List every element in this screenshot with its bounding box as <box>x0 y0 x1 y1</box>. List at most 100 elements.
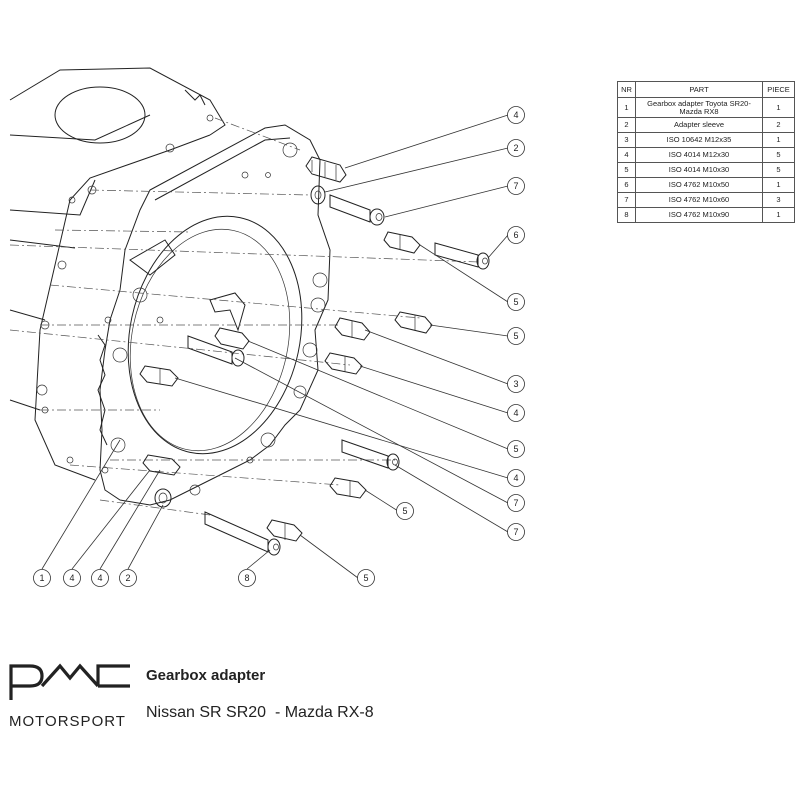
callout-balloon: 7 <box>507 177 525 195</box>
cell-nr: 5 <box>617 162 636 178</box>
svg-text:4: 4 <box>97 573 102 583</box>
table-row: 4 ISO 4014 M12x30 5 <box>617 147 795 163</box>
callout-balloon: 8 <box>238 569 256 587</box>
cell-piece: 5 <box>762 162 795 178</box>
hex-bolt <box>329 477 367 499</box>
adapter-sleeve <box>154 488 172 508</box>
callout-balloon: 4 <box>507 469 525 487</box>
svg-text:7: 7 <box>513 527 518 537</box>
cell-part: ISO 10642 M12x35 <box>635 132 763 148</box>
svg-text:3: 3 <box>513 379 518 389</box>
svg-text:6: 6 <box>513 230 518 240</box>
cell-piece: 1 <box>762 132 795 148</box>
callout-balloon: 3 <box>507 375 525 393</box>
table-row: 2 Adapter sleeve 2 <box>617 117 795 133</box>
socket-head-screw <box>341 439 400 471</box>
callout-balloons: 4 2 7 6 5 5 3 4 5 4 7 5 7 5 1 4 <box>33 106 525 587</box>
callout-balloon: 7 <box>507 494 525 512</box>
svg-text:7: 7 <box>513 181 518 191</box>
callout-balloon: 5 <box>507 440 525 458</box>
cell-nr: 8 <box>617 207 636 223</box>
column-header-nr: NR <box>617 81 636 98</box>
adapter-sleeve <box>310 185 326 205</box>
svg-text:5: 5 <box>513 297 518 307</box>
svg-text:5: 5 <box>513 444 518 454</box>
svg-text:8: 8 <box>244 573 249 583</box>
callout-balloon: 5 <box>357 569 375 587</box>
svg-text:2: 2 <box>513 143 518 153</box>
callout-balloon: 5 <box>507 327 525 345</box>
cell-part: Gearbox adapter Toyota SR20-Mazda RX8 <box>635 97 763 118</box>
column-header-piece: PIECE <box>762 81 795 98</box>
table-row: 1 Gearbox adapter Toyota SR20-Mazda RX8 … <box>617 97 795 118</box>
svg-text:4: 4 <box>69 573 74 583</box>
hex-bolt <box>305 156 347 183</box>
svg-text:5: 5 <box>402 506 407 516</box>
leader-lines <box>41 114 509 579</box>
adapter-plate <box>97 124 331 506</box>
cell-piece: 1 <box>762 97 795 118</box>
cell-part: Adapter sleeve <box>635 117 763 133</box>
callout-balloon: 2 <box>119 569 137 587</box>
cell-nr: 1 <box>617 97 636 118</box>
callout-balloon: 4 <box>507 106 525 124</box>
cell-piece: 2 <box>762 117 795 133</box>
svg-text:1: 1 <box>39 573 44 583</box>
cell-piece: 1 <box>762 207 795 223</box>
svg-text:4: 4 <box>513 110 518 120</box>
table-row: 7 ISO 4762 M10x60 3 <box>617 192 795 208</box>
cell-nr: 4 <box>617 147 636 163</box>
hex-bolt <box>394 311 433 334</box>
cell-part: ISO 4014 M10x30 <box>635 162 763 178</box>
svg-text:4: 4 <box>513 473 518 483</box>
cell-piece: 5 <box>762 147 795 163</box>
column-header-part: PART <box>635 81 763 98</box>
center-lines <box>9 117 481 516</box>
drawing-subtitle: Nissan SR SR20 - Mazda RX-8 <box>146 704 374 721</box>
table-row: 3 ISO 10642 M12x35 1 <box>617 132 795 148</box>
cell-nr: 6 <box>617 177 636 193</box>
callout-balloon: 2 <box>507 139 525 157</box>
cell-nr: 7 <box>617 192 636 208</box>
table-row: 6 ISO 4762 M10x50 1 <box>617 177 795 193</box>
socket-head-screw <box>434 242 490 270</box>
cell-part: ISO 4762 M10x60 <box>635 192 763 208</box>
svg-text:5: 5 <box>513 331 518 341</box>
hex-bolt <box>266 519 303 542</box>
socket-head-screw <box>187 335 245 367</box>
svg-text:7: 7 <box>513 498 518 508</box>
pmc-logo <box>9 663 130 700</box>
gearbox-housing <box>9 67 226 481</box>
fasteners <box>139 156 490 556</box>
table-header-row: NR PART PIECE <box>617 81 795 98</box>
svg-text:5: 5 <box>363 573 368 583</box>
hex-bolt <box>214 327 250 350</box>
callout-balloon: 4 <box>63 569 81 587</box>
brand-wordmark: MOTORSPORT <box>9 713 126 730</box>
hex-bolt <box>142 454 181 476</box>
callout-balloon: 5 <box>507 293 525 311</box>
cell-nr: 3 <box>617 132 636 148</box>
drawing-title: Gearbox adapter <box>146 667 266 684</box>
cell-piece: 3 <box>762 192 795 208</box>
callout-balloon: 1 <box>33 569 51 587</box>
table-row: 8 ISO 4762 M10x90 1 <box>617 207 795 223</box>
callout-balloon: 7 <box>507 523 525 541</box>
cell-piece: 1 <box>762 177 795 193</box>
cell-nr: 2 <box>617 117 636 133</box>
table-row: 5 ISO 4014 M10x30 5 <box>617 162 795 178</box>
cell-part: ISO 4762 M10x90 <box>635 207 763 223</box>
svg-text:4: 4 <box>513 408 518 418</box>
hex-bolt <box>324 352 363 375</box>
hex-bolt <box>334 317 371 341</box>
exploded-assembly-drawing: 4 2 7 6 5 5 3 4 5 4 7 5 7 5 1 4 <box>9 67 525 587</box>
callout-balloon: 6 <box>507 226 525 244</box>
socket-head-screw <box>204 511 281 556</box>
hex-bolt <box>383 231 421 254</box>
callout-balloon: 4 <box>91 569 109 587</box>
cell-part: ISO 4014 M12x30 <box>635 147 763 163</box>
svg-text:2: 2 <box>125 573 130 583</box>
cell-part: ISO 4762 M10x50 <box>635 177 763 193</box>
hex-bolt <box>139 365 179 387</box>
socket-head-screw <box>329 194 385 226</box>
